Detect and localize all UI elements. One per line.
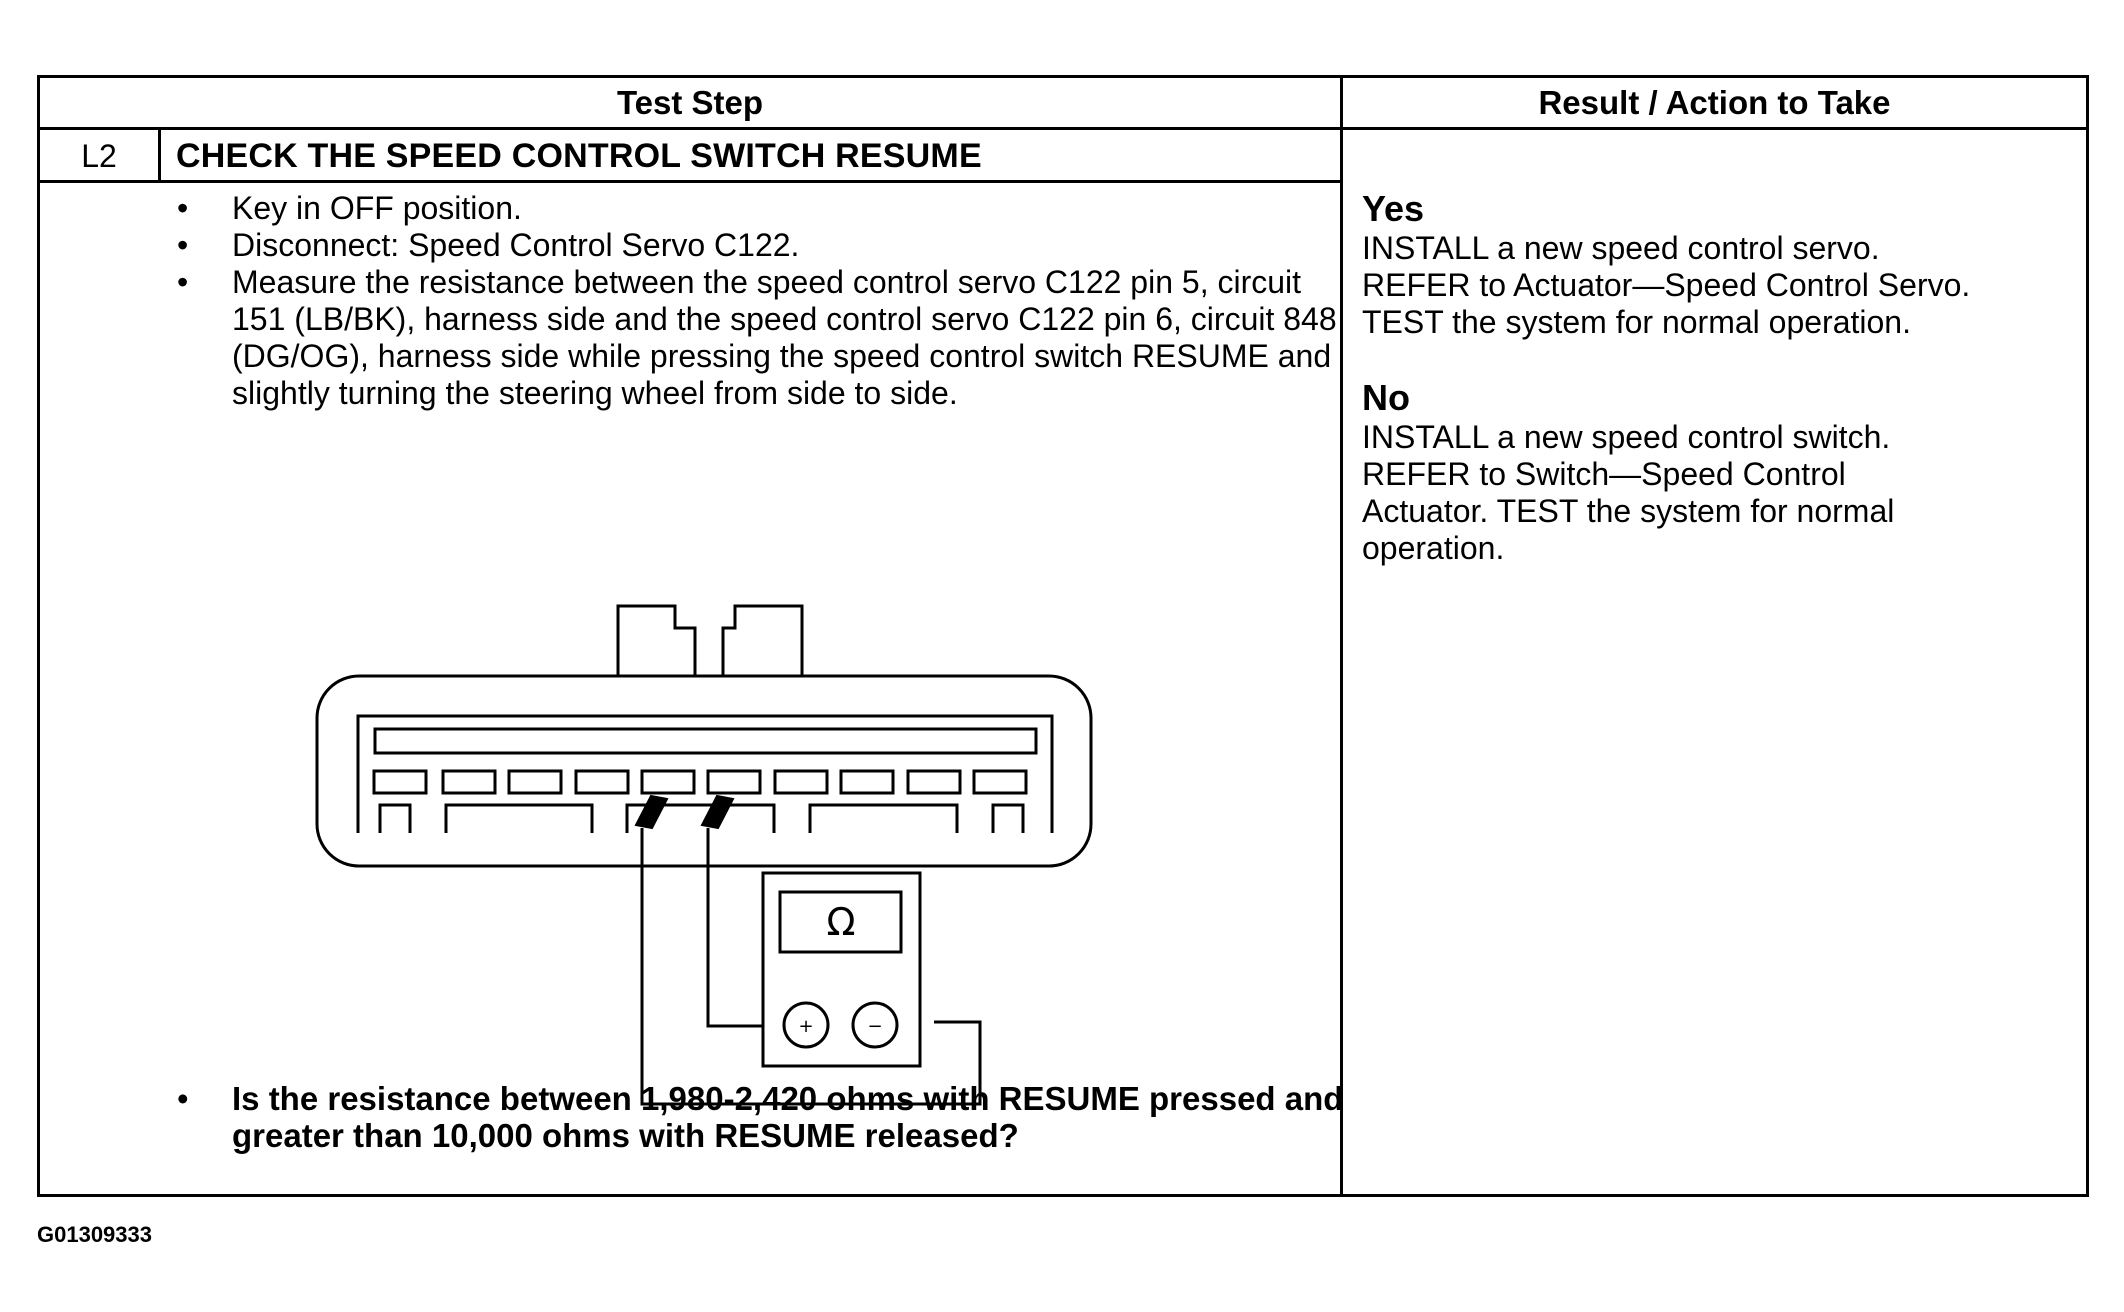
- step-title-divider: [40, 180, 1340, 183]
- column-divider: [1340, 78, 1343, 1194]
- result-yes-label: Yes: [1362, 188, 1425, 229]
- connector-body: [315, 674, 1093, 868]
- ohm-symbol: Ω: [826, 900, 855, 944]
- pin-row: [372, 769, 1028, 795]
- connector-latch-left: [616, 604, 697, 676]
- result-no-line: REFER to Switch—Speed Control: [1362, 456, 1846, 492]
- figure-id: G01309333: [37, 1222, 152, 1247]
- step-id: L2: [81, 137, 117, 174]
- wire-positive: [706, 828, 774, 1028]
- meter-display: [778, 890, 903, 954]
- header-test-step: Test Step: [616, 84, 764, 121]
- result-no-line: INSTALL a new speed control switch.: [1362, 419, 1891, 455]
- connector-meter-diagram: Ω + −: [315, 604, 1093, 1106]
- plus-symbol: +: [798, 1016, 813, 1037]
- result-column: Yes INSTALL a new speed control servo. R…: [1362, 182, 2082, 567]
- instruction-item: •Disconnect: Speed Control Servo C122.: [177, 227, 800, 263]
- probe-negative: [634, 794, 669, 830]
- result-no-label: No: [1362, 377, 1410, 418]
- probe-positive: [700, 794, 735, 830]
- question-item: •Is the resistance between 1,980-2,420 o…: [177, 1080, 1344, 1154]
- result-yes-line: TEST the system for normal operation.: [1362, 304, 1911, 340]
- step-instructions: •Key in OFF position. •Disconnect: Speed…: [177, 190, 1352, 412]
- header-divider: [40, 127, 2086, 130]
- wire-negative: [640, 828, 982, 1106]
- step-id-divider: [158, 127, 161, 181]
- connector-face: [356, 714, 1054, 833]
- connector-latch-right: [721, 604, 804, 676]
- result-yes-line: REFER to Actuator—Speed Control Servo.: [1362, 267, 1971, 303]
- result-yes-line: INSTALL a new speed control servo.: [1362, 230, 1880, 266]
- result-no-line: Actuator. TEST the system for normal: [1362, 493, 1895, 529]
- instruction-item: •Key in OFF position.: [177, 190, 522, 226]
- step-title: CHECK THE SPEED CONTROL SWITCH RESUME: [176, 136, 982, 175]
- step-question: •Is the resistance between 1,980-2,420 o…: [177, 1080, 1357, 1154]
- meter-negative-jack: [851, 1001, 899, 1049]
- meter-positive-jack: [782, 1001, 830, 1049]
- minus-symbol: −: [867, 1016, 882, 1037]
- test-step-table: Test Step Result / Action to Take L2 CHE…: [37, 75, 2089, 1197]
- result-no-line: operation.: [1362, 530, 1505, 566]
- header-result: Result / Action to Take: [1538, 84, 1891, 121]
- instruction-item: •Measure the resistance between the spee…: [177, 264, 1337, 411]
